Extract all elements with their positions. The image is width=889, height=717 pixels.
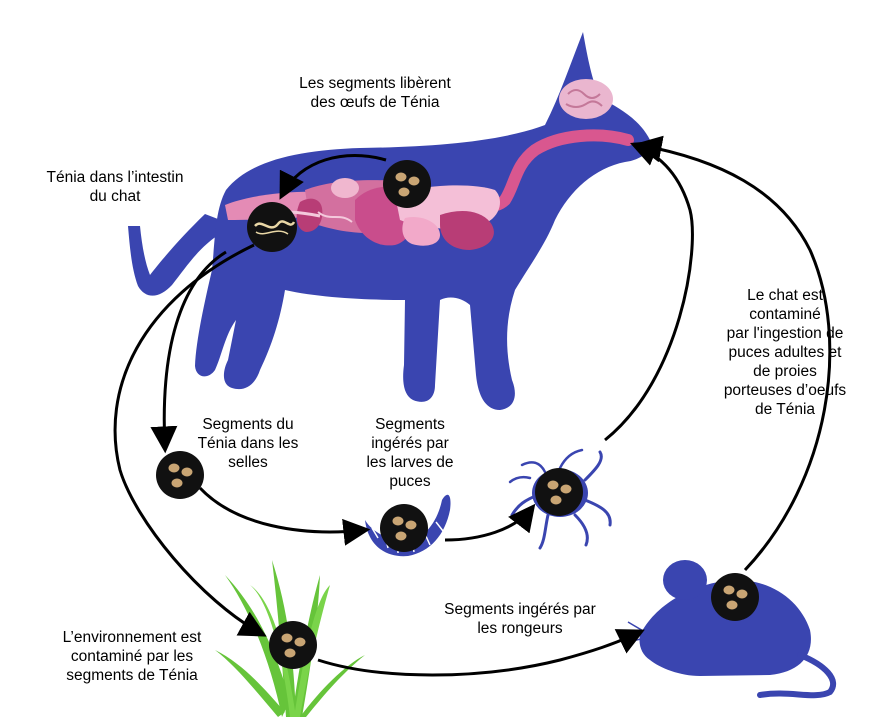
label-eggs-released: Les segments libèrent des œufs de Ténia [299, 75, 451, 111]
egg-cluster-icon [383, 160, 431, 208]
arrow-stool-to-larva [198, 486, 371, 546]
arrow-mouse-to-cat [634, 135, 832, 572]
arrow-intestine-to-environment [113, 243, 267, 637]
arrow-eggs-to-intestine [279, 153, 387, 200]
label-segments-stool: Segments du Ténia dans les selles [197, 416, 299, 471]
cycle-arrows [113, 135, 832, 677]
egg-cluster-icon [380, 504, 428, 552]
egg-cluster-icon [711, 573, 759, 621]
label-environment: L’environnement est contaminé par les se… [62, 629, 202, 684]
tapeworm-in-intestine-icon [247, 202, 297, 252]
label-cat-contaminated: Le chat est contaminé par l'ingestion de… [723, 287, 847, 418]
arrow-environment-to-mouse [317, 629, 645, 677]
arrow-flea-to-cat [604, 140, 694, 442]
cat-illustration [128, 32, 651, 410]
egg-cluster-icon [535, 468, 583, 516]
mouse-illustration [624, 560, 837, 699]
label-segments-larvae: Segments ingérés par les larves de puces [366, 416, 454, 490]
label-segments-rodents: Segments ingérés par les rongeurs [444, 601, 596, 637]
arrow-larva-to-flea [444, 503, 536, 542]
egg-cluster-icon [269, 621, 317, 669]
label-tapeworm-intestine: Ténia dans l’intestin du chat [46, 169, 184, 205]
arrow-intestine-to-stool [150, 250, 227, 454]
